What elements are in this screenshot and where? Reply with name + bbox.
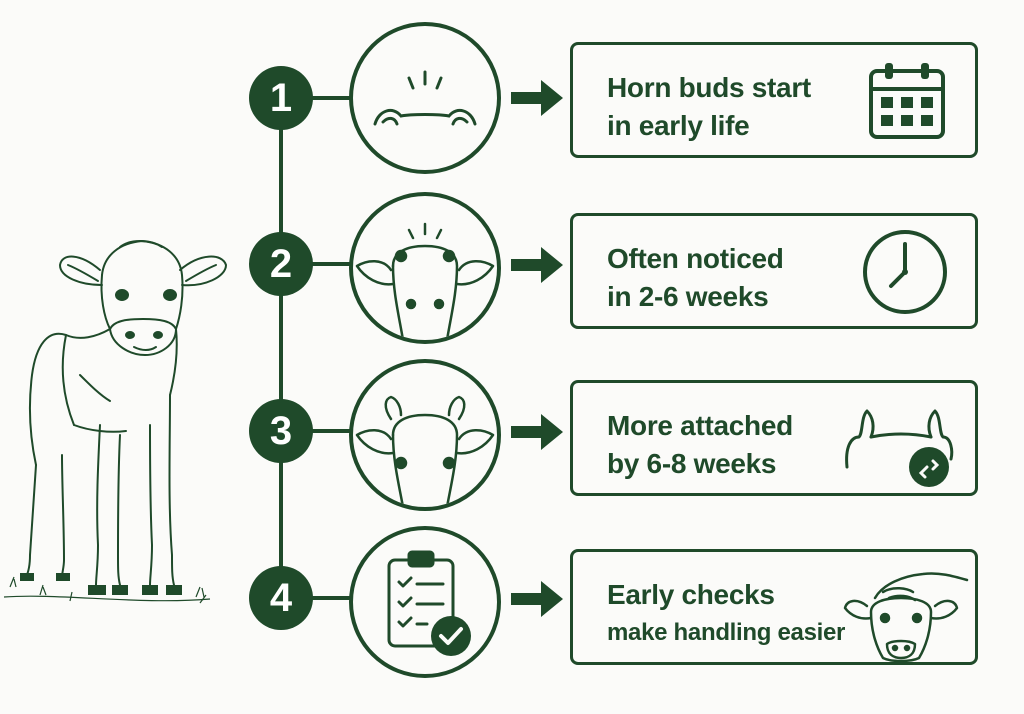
step-4-line2: make handling easier — [607, 619, 846, 646]
step-number-2: 2 — [249, 232, 313, 296]
horn-bud-icon — [373, 70, 477, 126]
step-1-text: Horn buds start in early life — [607, 69, 811, 145]
connector-line-1 — [312, 96, 352, 100]
arrow-right-icon-1 — [511, 80, 563, 116]
calf-illustration — [3, 240, 227, 604]
checklist-icon — [387, 550, 471, 656]
step-2-line1: Often noticed — [607, 243, 784, 274]
step-1-card: Horn buds start in early life — [570, 42, 978, 158]
timeline-line — [279, 100, 283, 600]
step-2-text: Often noticed in 2-6 weeks — [607, 240, 784, 316]
connector-line-3 — [312, 429, 352, 433]
step-2-card: Often noticed in 2-6 weeks — [570, 213, 978, 329]
clock-icon — [863, 230, 947, 314]
connector-line-4 — [312, 596, 352, 600]
step-1-line1: Horn buds start — [607, 72, 811, 103]
step-3-text: More attached by 6-8 weeks — [607, 407, 793, 483]
arrow-right-icon-3 — [511, 414, 563, 450]
step-1-illustration — [349, 22, 501, 174]
arrow-right-icon-4 — [511, 581, 563, 617]
attached-horns-link-icon — [845, 409, 954, 487]
arrow-right-icon-2 — [511, 247, 563, 283]
hand-petting-calf-icon — [843, 572, 969, 663]
step-number-4: 4 — [249, 566, 313, 630]
step-3-card: More attached by 6-8 weeks — [570, 380, 978, 496]
step-number-1: 1 — [249, 66, 313, 130]
step-2-illustration — [349, 192, 501, 344]
step-number-3: 3 — [249, 399, 313, 463]
step-4-line1: Early checks — [607, 579, 775, 610]
calf-head-small-buds — [355, 222, 495, 340]
connector-line-2 — [312, 262, 352, 266]
step-3-line2: by 6-8 weeks — [607, 448, 777, 479]
step-3-line1: More attached — [607, 410, 793, 441]
step-3-illustration — [349, 359, 501, 511]
step-4-illustration — [349, 526, 501, 678]
step-2-line2: in 2-6 weeks — [607, 281, 769, 312]
calendar-icon — [869, 63, 945, 139]
step-4-text: Early checks make handling easier — [607, 576, 845, 652]
step-1-line2: in early life — [607, 110, 750, 141]
step-4-card: Early checks make handling easier — [570, 549, 978, 665]
calf-head-horns — [355, 395, 495, 507]
